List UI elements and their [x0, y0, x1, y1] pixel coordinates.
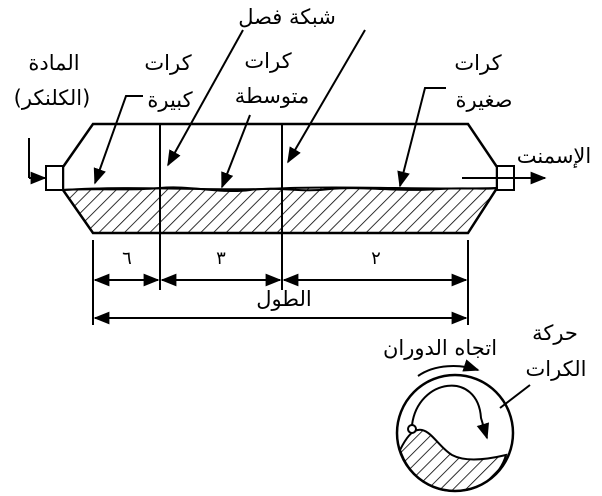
mill-charge-hatched	[61, 186, 499, 234]
leader-medium-balls	[221, 114, 251, 189]
label-large-balls-line2: كبيرة	[147, 88, 192, 112]
label-large-balls-line1: كرات	[144, 51, 191, 75]
leader-separator-grid-a	[167, 29, 244, 167]
label-material-line1: المادة	[28, 51, 79, 75]
label-separator-grid: شبكة فصل	[238, 5, 336, 29]
label-length: الطول	[256, 287, 312, 311]
ball-trajectory	[411, 384, 489, 440]
label-medium-balls-line1: كرات	[244, 49, 291, 73]
label-medium-balls-line2: متوسطة	[235, 84, 310, 108]
leader-large-balls	[93, 95, 143, 185]
ball-marker	[407, 424, 417, 434]
inlet-trunnion	[45, 165, 64, 191]
cross-section	[395, 359, 531, 493]
dim-label-section-2: ٣	[216, 248, 226, 269]
label-ball-motion-line1: حركة	[532, 321, 578, 345]
mill-body	[45, 122, 515, 235]
label-material-line2: (الكلنكر)	[14, 86, 91, 110]
rotation-arrow	[417, 359, 480, 377]
leader-small-balls	[397, 87, 446, 188]
label-ball-motion-line2: الكرات	[525, 357, 586, 381]
label-cement-output: الإسمنت	[517, 144, 592, 168]
leader-separator-grid-b	[287, 29, 366, 164]
dim-label-section-1: ٦	[122, 248, 132, 269]
mill-charge-surface	[62, 186, 498, 193]
leader-ball-motion	[499, 384, 531, 409]
cross-section-charge	[398, 428, 508, 493]
dimension-lines	[92, 233, 469, 325]
label-rotation-direction: اتجاه الدوران	[383, 336, 497, 360]
label-small-balls-line1: كرات	[454, 51, 501, 75]
label-small-balls-line2: صغيرة	[456, 88, 513, 112]
dim-label-section-3: ٢	[371, 248, 381, 269]
